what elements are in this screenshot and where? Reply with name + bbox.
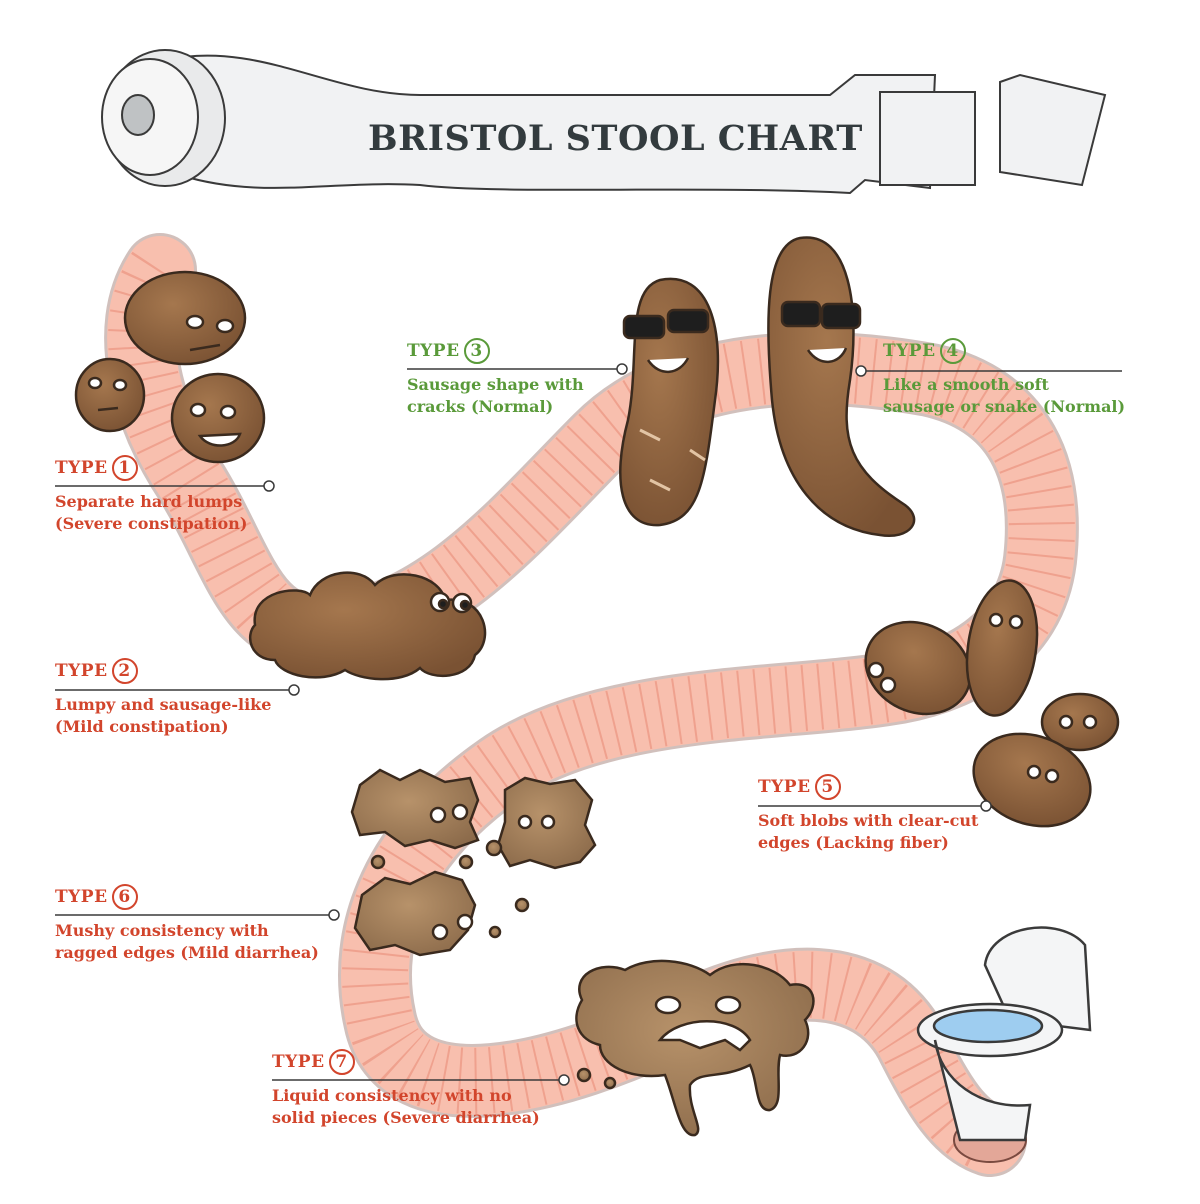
type-6-illustration — [350, 768, 597, 957]
type-7-prefix: TYPE — [272, 1052, 325, 1072]
type-7-illustration — [575, 959, 815, 1137]
type-4-number: 4 — [939, 338, 966, 364]
type-1-illustration — [74, 270, 266, 464]
type-1-number: 1 — [111, 455, 138, 481]
type-7-number: 7 — [328, 1049, 355, 1075]
leader-lines — [55, 363, 1122, 1086]
type-1-line1: Separate hard lumps — [55, 492, 243, 511]
type-2-number: 2 — [111, 658, 138, 684]
type-4-prefix: TYPE — [883, 341, 936, 361]
type-5-line1: Soft blobs with clear-cut — [758, 811, 979, 830]
type-2-prefix: TYPE — [55, 661, 108, 681]
type-4-line1: Like a smooth soft — [883, 375, 1049, 394]
type-2-illustration — [248, 571, 487, 681]
type-3-number: 3 — [463, 338, 490, 364]
type-5-number: 5 — [814, 774, 841, 800]
type-5-line2: edges (Lacking fiber) — [758, 833, 949, 852]
type-6-line1: Mushy consistency with — [55, 921, 269, 940]
type-3-line1: Sausage shape with — [407, 375, 584, 394]
type-6-number: 6 — [111, 884, 138, 910]
type-3-prefix: TYPE — [407, 341, 460, 361]
type-2-line1: Lumpy and sausage-like — [55, 695, 272, 714]
type-4-illustration — [767, 236, 916, 538]
type-3-illustration — [619, 277, 720, 527]
toilet-paper-banner — [101, 49, 1107, 195]
type-5-illustration — [864, 579, 1120, 828]
type-5-prefix: TYPE — [758, 777, 811, 797]
paper-sheet — [999, 73, 1107, 187]
type-1-prefix: TYPE — [55, 458, 108, 478]
type-6-line2: ragged edges (Mild diarrhea) — [55, 943, 319, 962]
type-7-line1: Liquid consistency with no — [272, 1086, 512, 1105]
type-4-line2: sausage or snake (Normal) — [883, 397, 1126, 416]
type-7-line2: solid pieces (Severe diarrhea) — [272, 1108, 540, 1127]
type-2-line2: (Mild constipation) — [55, 717, 229, 736]
type-1-line2: (Severe constipation) — [55, 514, 248, 533]
chart-title: BRISTOL STOOL CHART — [368, 118, 863, 159]
type-3-line2: cracks (Normal) — [407, 397, 554, 416]
type-6-prefix: TYPE — [55, 887, 108, 907]
toilet-illustration — [916, 926, 1092, 1142]
